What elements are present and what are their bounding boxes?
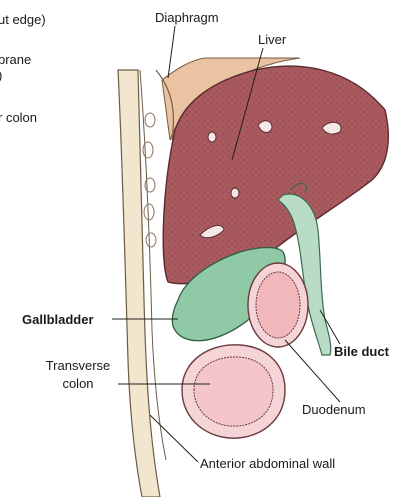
cut-edge-label: ut edge) [0,12,46,27]
bile-duct-label: Bile duct [334,344,389,359]
diaphragm-label: Diaphragm [155,10,219,25]
colon-partial-label: r colon [0,110,37,125]
wall-fat-lobules [143,113,156,247]
membrane-label-line1: brane [0,52,31,67]
abdominal-wall-outer [118,70,160,497]
transverse-colon [182,345,285,438]
duodenum [248,263,308,347]
duodenum-label: Duodenum [302,402,366,417]
gallbladder-label: Gallbladder [22,312,94,327]
liver-label: Liver [258,32,286,47]
membrane-label-line2: ) [0,68,2,83]
transverse-colon-label-line1: Transverse [38,358,118,373]
anterior-abdominal-wall-label: Anterior abdominal wall [200,456,335,471]
transverse-colon-label-line2: colon [38,376,118,391]
